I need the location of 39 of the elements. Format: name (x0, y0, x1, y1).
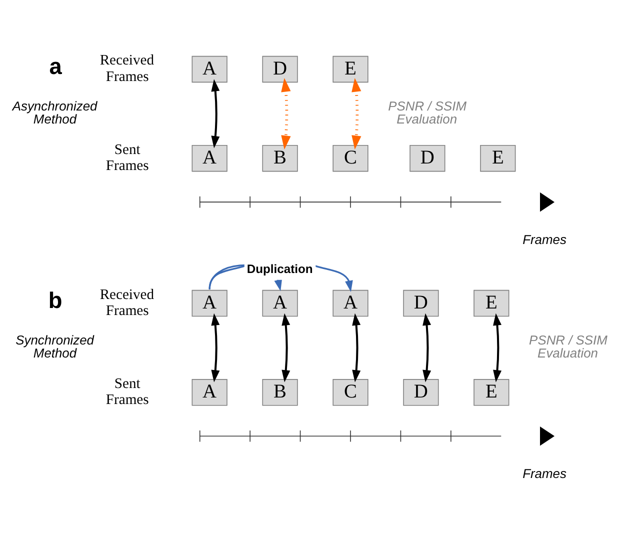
node-box: B (262, 378, 298, 406)
edge-label: Duplication (246, 261, 313, 276)
arrow (493, 312, 502, 382)
node-box: D (403, 289, 439, 316)
label: Frames (522, 232, 566, 247)
node-box: A (192, 289, 228, 316)
node-box: A (192, 378, 228, 406)
node-box: E (474, 289, 510, 316)
arrow (281, 77, 291, 149)
arrow (422, 312, 432, 382)
node-box: E (474, 378, 510, 406)
node-box: D (410, 144, 446, 172)
node-box: B (262, 144, 298, 172)
label: Synchronized Method (16, 332, 94, 360)
label: Received Frames (100, 286, 154, 318)
node-box: A (192, 144, 228, 172)
label: a (49, 52, 62, 79)
arrow (352, 312, 361, 382)
label: PSNR / SSIM Evaluation (388, 98, 467, 126)
arrow (282, 312, 290, 382)
label: Frames (522, 466, 566, 481)
node-box: D (403, 378, 439, 406)
label: Asynchronized Method (12, 98, 98, 126)
label: Sent Frames (106, 141, 149, 174)
node-box: C (332, 378, 368, 406)
label: b (48, 286, 62, 313)
node-box: E (480, 144, 516, 172)
label: Sent Frames (106, 375, 149, 408)
node-box: D (262, 55, 298, 82)
arrow (211, 312, 220, 382)
node-box: A (192, 55, 228, 82)
node-box: A (332, 289, 368, 316)
node-box: C (332, 144, 368, 172)
label: Received Frames (100, 52, 154, 84)
arrow (352, 77, 362, 149)
node-box: E (332, 55, 368, 82)
label: PSNR / SSIM Evaluation (529, 332, 608, 360)
arrow (211, 78, 220, 148)
node-box: A (262, 289, 298, 316)
